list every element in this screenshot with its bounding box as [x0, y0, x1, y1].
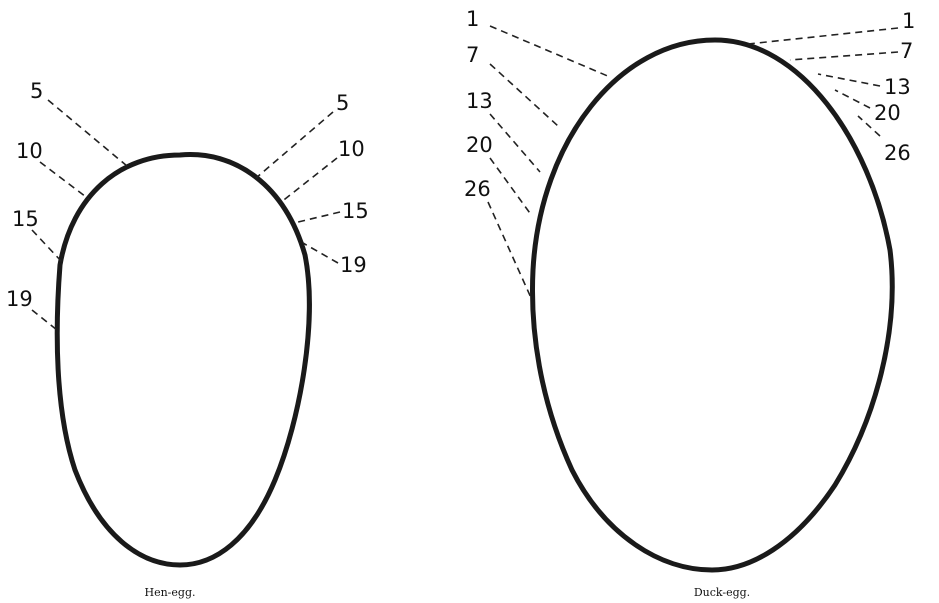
hen-left-label-10: 10	[16, 139, 43, 163]
duck-egg-caption: Duck-egg.	[694, 586, 750, 599]
duck-egg-outline	[532, 40, 892, 570]
hen-leader-right-5	[256, 112, 333, 178]
hen-leader-right-10	[280, 158, 337, 203]
duck-left-label-13: 13	[466, 89, 493, 113]
hen-right-label-5: 5	[336, 91, 349, 115]
duck-left-label-26: 26	[464, 177, 491, 201]
duck-right-label-7: 7	[900, 39, 913, 63]
hen-leader-left-5	[48, 100, 127, 166]
duck-leader-left-7	[490, 64, 558, 126]
duck-left-label-7: 7	[466, 43, 479, 67]
duck-left-label-1: 1	[466, 7, 479, 31]
duck-right-label-13: 13	[884, 75, 911, 99]
hen-right-label-15: 15	[342, 199, 369, 223]
hen-leader-left-10	[40, 162, 90, 200]
hen-left-label-19: 19	[6, 287, 33, 311]
duck-left-label-20: 20	[466, 133, 493, 157]
hen-right-label-10: 10	[338, 137, 365, 161]
duck-leader-right-7	[790, 52, 898, 60]
duck-egg-figure: 1 7 13 20 26 1 7 13 20 26 Duck-egg.	[464, 7, 915, 599]
hen-left-label-15: 15	[12, 207, 39, 231]
duck-right-label-20: 20	[874, 101, 901, 125]
duck-right-label-26: 26	[884, 141, 911, 165]
duck-leader-left-20	[490, 158, 532, 216]
hen-egg-caption: Hen-egg.	[145, 586, 196, 599]
hen-leader-right-15	[294, 212, 340, 223]
duck-leader-right-20	[835, 90, 870, 108]
hen-left-label-5: 5	[30, 79, 43, 103]
duck-leader-left-26	[488, 202, 532, 300]
duck-leader-left-13	[490, 114, 540, 172]
hen-egg-figure: 5 10 15 19 5 10 15 19 Hen-egg.	[6, 79, 369, 599]
duck-leader-left-1	[490, 26, 610, 77]
hen-right-label-19: 19	[340, 253, 367, 277]
duck-leader-right-13	[818, 74, 880, 86]
hen-leader-left-19	[32, 310, 57, 330]
hen-leader-left-15	[32, 230, 62, 262]
duck-leader-right-1	[748, 28, 898, 44]
duck-right-label-1: 1	[902, 9, 915, 33]
hen-egg-outline	[57, 155, 309, 565]
